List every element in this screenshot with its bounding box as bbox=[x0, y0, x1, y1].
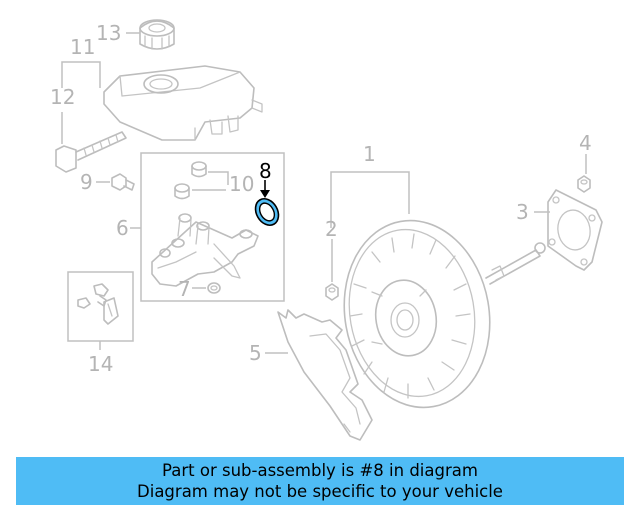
callout-13: 13 bbox=[96, 21, 121, 45]
callout-8: 8 bbox=[259, 159, 272, 183]
brake-booster bbox=[343, 219, 546, 409]
callout-6: 6 bbox=[116, 216, 129, 240]
callout-2: 2 bbox=[325, 217, 338, 241]
heat-shield bbox=[277, 309, 373, 441]
callout-9: 9 bbox=[80, 170, 93, 194]
seal-ring-highlighted bbox=[254, 197, 280, 227]
callout-3: 3 bbox=[516, 200, 529, 224]
nut bbox=[325, 283, 339, 301]
callout-11: 11 bbox=[70, 35, 95, 59]
callout-7: 7 bbox=[178, 277, 191, 301]
callout-10: 10 bbox=[229, 172, 254, 196]
part-info-banner: Part or sub-assembly is #8 in diagram Di… bbox=[16, 457, 624, 505]
callout-4: 4 bbox=[579, 131, 592, 155]
callout-line-11 bbox=[61, 61, 101, 88]
plug bbox=[207, 282, 221, 294]
callout-12: 12 bbox=[50, 85, 75, 109]
master-cylinder bbox=[151, 213, 259, 287]
callout-arrow-8 bbox=[260, 190, 270, 198]
sensor-kit bbox=[77, 283, 119, 325]
callout-14: 14 bbox=[88, 352, 113, 376]
grommets bbox=[174, 161, 207, 200]
level-sensor bbox=[55, 131, 127, 173]
nut-small bbox=[577, 175, 591, 193]
banner-line-1: Part or sub-assembly is #8 in diagram bbox=[162, 461, 478, 480]
reservoir-cap bbox=[139, 19, 175, 50]
gasket bbox=[547, 189, 603, 271]
callout-line-1 bbox=[330, 171, 410, 228]
bolt bbox=[111, 173, 135, 191]
master-cylinder-box bbox=[140, 152, 285, 302]
brake-fluid-reservoir bbox=[103, 65, 263, 141]
callout-5: 5 bbox=[249, 341, 262, 365]
banner-line-2: Diagram may not be specific to your vehi… bbox=[137, 482, 503, 501]
callout-line-10a bbox=[208, 171, 229, 185]
callout-1: 1 bbox=[363, 142, 376, 166]
